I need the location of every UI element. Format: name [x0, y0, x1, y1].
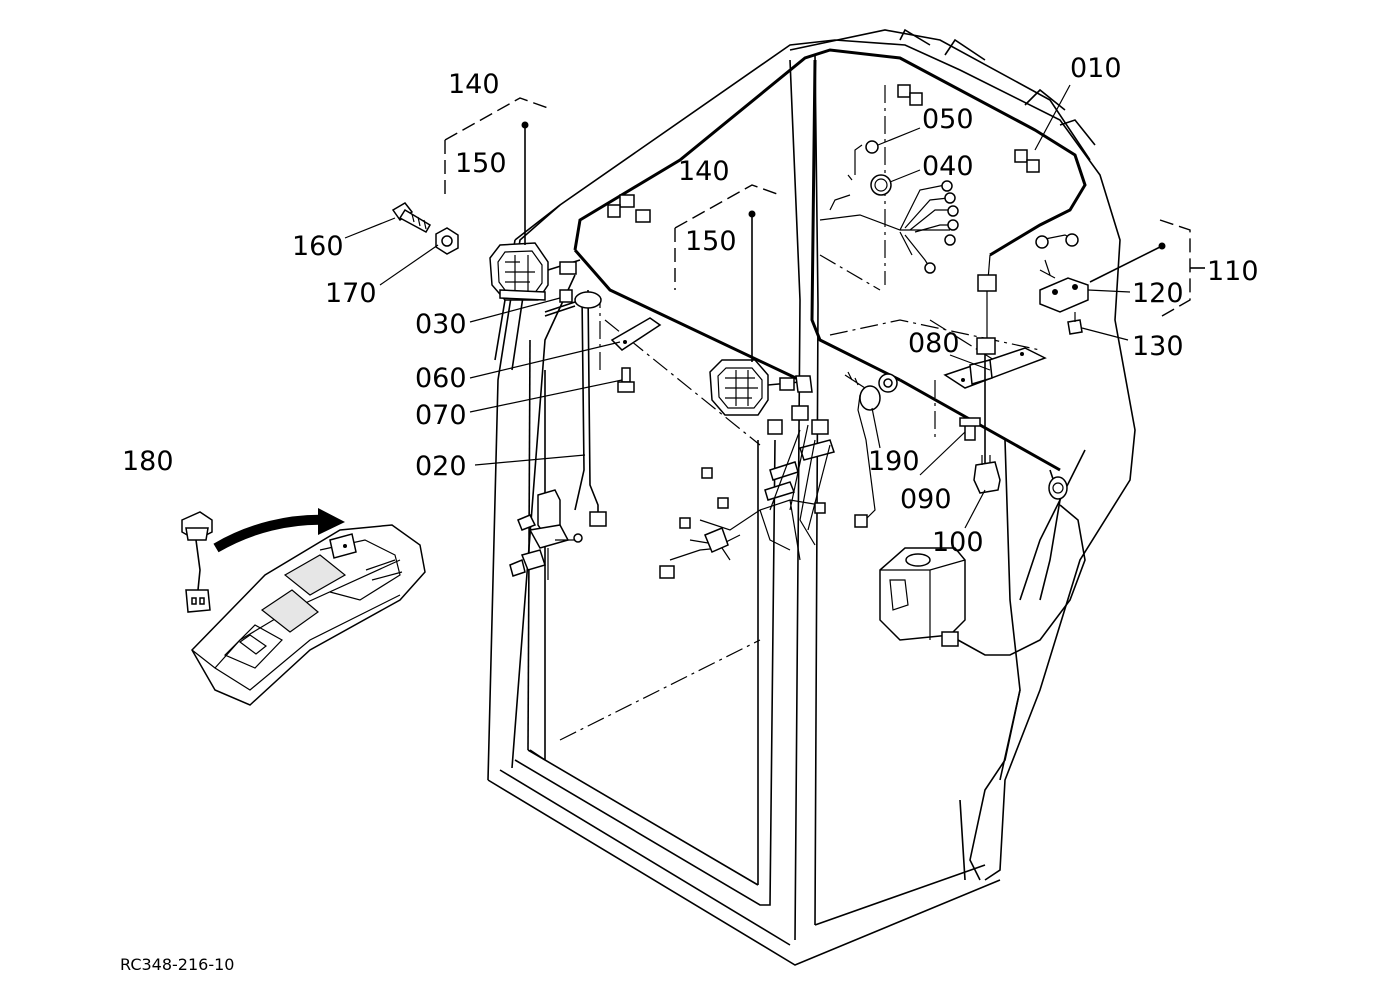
- callout-050: 050: [922, 104, 974, 135]
- callout-060: 060: [415, 363, 467, 394]
- leader-lines: [344, 84, 1131, 529]
- callout-100: 100: [932, 527, 984, 558]
- callout-080: 080: [908, 328, 960, 359]
- callout-040: 040: [922, 151, 974, 182]
- part-160-bolt: [391, 202, 432, 234]
- callout-090: 090: [900, 484, 952, 515]
- part-130-screw: [1067, 312, 1083, 335]
- callout-190: 190: [868, 446, 920, 477]
- arrow-to-console: [213, 508, 345, 553]
- callout-140-left: 140: [448, 69, 500, 100]
- part-150-work-light-right: [709, 359, 813, 416]
- callout-140-right: 140: [678, 156, 730, 187]
- part-090-bolt: [959, 417, 981, 441]
- callout-170: 170: [325, 278, 377, 309]
- part-030-clamp: [544, 289, 602, 317]
- part-050: [847, 140, 879, 181]
- callout-150-right: 150: [685, 226, 737, 257]
- callout-020: 020: [415, 451, 467, 482]
- callout-160: 160: [292, 231, 344, 262]
- kit-bracket-140-left: [444, 97, 549, 245]
- kit-bracket-110: [1089, 219, 1205, 317]
- callout-180: 180: [122, 446, 174, 477]
- callout-labels: 010 020 030 040 050 060 070 080 090 100 …: [122, 53, 1259, 558]
- callout-070: 070: [415, 400, 467, 431]
- part-040: [870, 174, 892, 196]
- main-roof-harness: [573, 48, 1087, 472]
- center-harness-bundle: [659, 405, 835, 579]
- washer-tank: [879, 476, 1086, 656]
- part-070-bolt: [617, 367, 635, 393]
- kit-bracket-140-right: [674, 184, 781, 362]
- part-170-nut: [435, 227, 459, 255]
- callout-030: 030: [415, 309, 467, 340]
- callout-120: 120: [1132, 278, 1184, 309]
- part-060-bracket: [610, 317, 662, 351]
- part-120-relay: [1039, 259, 1089, 313]
- lower-left-valve-assembly: [509, 489, 583, 580]
- diagram-code: RC348-216-10: [120, 955, 234, 974]
- harness-020: [574, 289, 607, 527]
- part-150-work-light-left: [489, 242, 581, 301]
- side-console: [191, 524, 426, 706]
- callout-010: 010: [1070, 53, 1122, 84]
- callout-150-left: 150: [455, 148, 507, 179]
- part-190-grommet: [844, 371, 898, 528]
- callout-110: 110: [1207, 256, 1259, 287]
- part-180-switch: [181, 511, 213, 613]
- part-100-switch: [973, 455, 1001, 494]
- callout-130: 130: [1132, 331, 1184, 362]
- part-080-plate: [943, 347, 1047, 465]
